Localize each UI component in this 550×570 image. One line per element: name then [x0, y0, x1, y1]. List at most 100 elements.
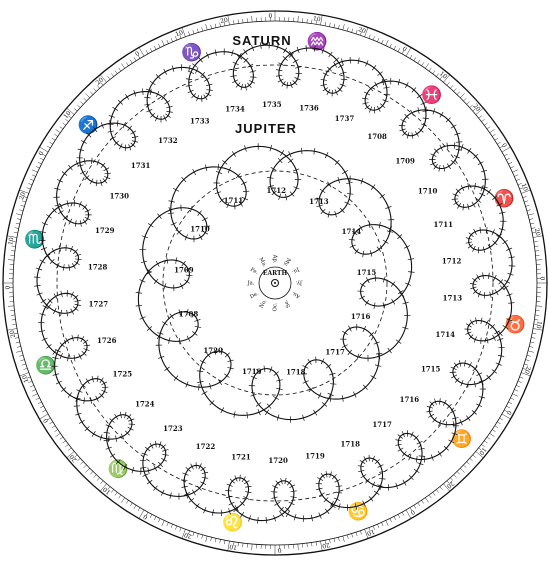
- jupiter-year-label: 1710: [190, 225, 210, 234]
- degree-tick: [457, 92, 460, 95]
- degree-tick: [119, 495, 121, 498]
- loop-tick: [66, 338, 69, 343]
- loop-tick: [280, 150, 283, 155]
- month-label: Jy.: [296, 280, 303, 286]
- saturn-year-label: 1715: [421, 364, 441, 373]
- jupiter-year-label: 1709: [174, 266, 194, 275]
- jupiter-year-label: 1719: [242, 367, 262, 376]
- degree-tick: [373, 36, 374, 40]
- loop-tick: [131, 131, 136, 134]
- loop-tick: [97, 376, 98, 382]
- degree-tick: [440, 487, 443, 490]
- degree-tick: [531, 337, 535, 338]
- degree-tick: [520, 377, 524, 378]
- degree-tick: [97, 478, 100, 481]
- degree-tick: [343, 536, 345, 542]
- degree-tick: [154, 46, 156, 50]
- loop-tick: [162, 454, 168, 455]
- saturn-year-label: 1709: [395, 157, 415, 166]
- loop-tick: [374, 491, 379, 495]
- degree-tick: [32, 394, 37, 397]
- degree-tick: [15, 228, 19, 229]
- zodiac-sign: ♊: [451, 428, 472, 449]
- degree-tick: [514, 175, 518, 177]
- degree-tick: [171, 38, 173, 42]
- degree-tick: [386, 40, 389, 45]
- degree-tick: [63, 123, 66, 125]
- saturn-year-label: 1724: [135, 399, 155, 408]
- ring-degree-number: 20: [357, 26, 367, 35]
- saturn-year-label: 1729: [95, 226, 115, 235]
- degree-tick: [414, 505, 416, 508]
- zodiac-sign: ♋: [348, 501, 369, 522]
- loop-tick: [68, 392, 72, 397]
- loop-tick: [230, 76, 236, 77]
- loop-tick: [424, 456, 425, 462]
- loop-tick: [115, 414, 118, 419]
- degree-tick: [115, 71, 117, 74]
- loop-tick: [186, 85, 192, 86]
- degree-tick: [338, 537, 339, 541]
- saturn-year-label: 1713: [443, 294, 463, 303]
- loop-tick: [96, 180, 97, 186]
- degree-tick: [530, 223, 534, 224]
- loop-tick: [143, 88, 144, 94]
- loop-tick: [383, 240, 388, 243]
- degree-tick: [311, 542, 312, 546]
- degree-tick: [534, 241, 538, 242]
- degree-tick: [115, 492, 117, 495]
- degree-tick: [17, 346, 21, 347]
- saturn-year-label: 1731: [131, 161, 151, 170]
- ring-degree-number: 10: [229, 543, 238, 551]
- loop-tick: [170, 314, 174, 319]
- loop-tick: [105, 173, 111, 174]
- ring-degree-number: 0: [142, 512, 149, 520]
- degree-tick: [130, 60, 132, 63]
- loop-tick: [480, 227, 481, 233]
- degree-tick: [490, 129, 495, 132]
- saturn-year-label: 1712: [442, 256, 462, 265]
- ring-degree-number: 20: [523, 365, 532, 375]
- degree-tick: [47, 146, 50, 148]
- saturn-year-label: 1719: [305, 451, 325, 460]
- loop-tick: [329, 52, 333, 57]
- degree-tick: [450, 85, 453, 88]
- loop-tick: [136, 305, 142, 306]
- loop-tick: [453, 421, 454, 427]
- degree-tick: [390, 44, 392, 48]
- degree-tick: [111, 73, 113, 76]
- degree-tick: [36, 166, 40, 168]
- saturn-year-label: 1727: [89, 300, 109, 309]
- loop-tick: [179, 338, 180, 344]
- degree-tick: [54, 134, 57, 136]
- loop-tick: [342, 331, 347, 334]
- loop-tick: [362, 98, 368, 99]
- degree-tick: [394, 46, 396, 50]
- loop-tick: [110, 454, 115, 458]
- loop-tick: [412, 132, 413, 138]
- saturn-year-label: 1716: [400, 395, 420, 404]
- saturn-year-label: 1717: [372, 420, 392, 429]
- degree-tick: [49, 142, 52, 144]
- loop-tick: [492, 370, 497, 374]
- degree-tick: [510, 166, 514, 168]
- degree-tick: [506, 158, 510, 160]
- degree-tick: [197, 534, 198, 538]
- saturn-year-label: 1726: [97, 336, 117, 345]
- degree-tick: [382, 522, 384, 526]
- jupiter-year-label: 1718: [286, 368, 306, 377]
- degree-tick: [202, 27, 203, 31]
- loop-tick: [283, 48, 286, 53]
- loop-tick: [379, 478, 385, 479]
- degree-tick: [433, 71, 435, 74]
- degree-tick: [398, 514, 400, 518]
- loop-tick: [470, 320, 473, 325]
- degree-tick: [63, 441, 66, 443]
- degree-tick: [508, 162, 512, 164]
- degree-tick: [60, 437, 63, 439]
- degree-tick: [429, 68, 431, 71]
- degree-tick: [467, 102, 470, 105]
- saturn-year-label: 1734: [225, 105, 245, 114]
- degree-tick: [512, 170, 517, 173]
- degree-tick: [529, 219, 533, 220]
